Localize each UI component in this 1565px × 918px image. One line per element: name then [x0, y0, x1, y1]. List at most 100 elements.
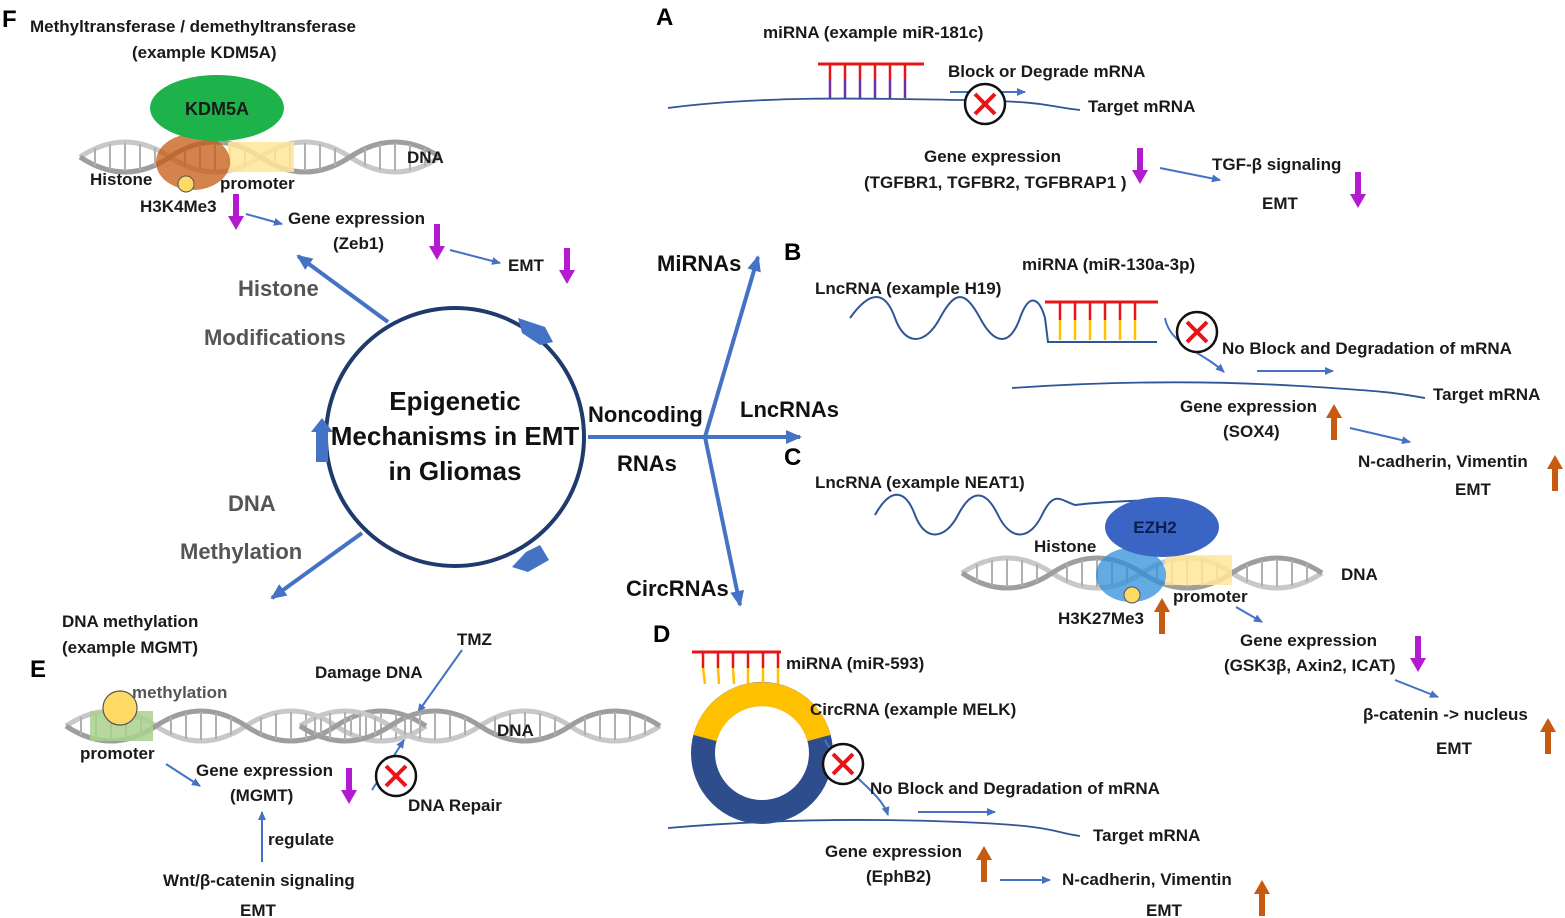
- panel-f-histone-label: Histone: [90, 170, 152, 189]
- panel-e-promoter-label: promoter: [80, 744, 155, 763]
- panel-d-mirna-label: miRNA (miR-593): [786, 654, 924, 673]
- panel-e-wnt: Wnt/β-catenin signaling: [163, 871, 355, 890]
- cycle-arrow-bottom-right: [512, 545, 549, 572]
- panel-d-gene-expression: Gene expression: [825, 842, 962, 861]
- panel-f-arrow-1: [245, 213, 283, 226]
- panel-a-letter: A: [656, 4, 673, 31]
- panel-f-promoter-box: [228, 142, 294, 172]
- mirnas-label: MiRNAs: [657, 251, 741, 276]
- panel-e-title-1: DNA methylation: [62, 612, 198, 631]
- cycle-arrow-top-right: [518, 318, 553, 345]
- center-line-1: Epigenetic: [389, 386, 520, 416]
- panel-f-h3k4me3-dot: [177, 175, 195, 193]
- dna-branch-arrow: [270, 531, 364, 600]
- panel-c-gene-expression: Gene expression: [1240, 631, 1377, 650]
- panel-b-sox4: (SOX4): [1223, 422, 1280, 441]
- noncoding-label: Noncoding: [588, 402, 703, 427]
- panel-c-arrow-2: [1394, 679, 1439, 698]
- panel-d-emt: EMT: [1146, 901, 1183, 918]
- panel-f-down-arrow-1: [228, 194, 244, 230]
- panel-e-letter: E: [30, 656, 46, 683]
- panel-e-gene-expression: Gene expression: [196, 761, 333, 780]
- panel-e-mgmt: (MGMT): [230, 786, 293, 805]
- panel-d-target-mrna-strand: [667, 819, 1081, 837]
- panel-c-histone-label: Histone: [1034, 537, 1096, 556]
- panel-a-block-label: Block or Degrade mRNA: [948, 62, 1145, 81]
- panel-a-emt: EMT: [1262, 194, 1299, 213]
- panel-a-base-pairs: [828, 64, 907, 98]
- panel-a-down-arrow-2: [1350, 172, 1366, 208]
- panel-f-histone: [156, 134, 230, 190]
- panel-a: A miRNA (example miR-181c) Block or Degr…: [656, 4, 1366, 213]
- panel-e-emt: EMT: [240, 901, 277, 918]
- panel-b-target-mrna-strand: [1011, 381, 1426, 399]
- panel-d-ephb2: (EphB2): [866, 867, 931, 886]
- circrnas-label: CircRNAs: [626, 576, 729, 601]
- panel-b-lncrna-label: LncRNA (example H19): [815, 279, 1001, 298]
- panel-a-mirna-label: miRNA (example miR-181c): [763, 23, 983, 42]
- panel-f-gene-expression: Gene expression: [288, 209, 425, 228]
- modifications-label: Modifications: [204, 325, 346, 350]
- panel-f-kdm5a-label: KDM5A: [185, 99, 249, 119]
- panel-b-ncadherin: N-cadherin, Vimentin: [1358, 452, 1528, 471]
- panel-c-lncrna-label: LncRNA (example NEAT1): [815, 473, 1025, 492]
- panel-e-dna-repair: DNA Repair: [408, 796, 502, 815]
- panel-f-arrow-2: [449, 249, 501, 265]
- panel-a-tgfbr-genes: (TGFBR1, TGFBR2, TGFBRAP1 ): [864, 173, 1127, 192]
- lncrnas-label: LncRNAs: [740, 397, 839, 422]
- panel-b-up-arrow-2: [1547, 455, 1563, 491]
- panel-d-up-arrow-2: [1254, 880, 1270, 916]
- circrnas-arrow: [703, 436, 744, 607]
- panel-e-dna-label: DNA: [497, 721, 534, 740]
- dna-branch-label: DNA: [228, 491, 276, 516]
- panel-c-arrow-1: [1235, 606, 1263, 623]
- panel-f-letter: F: [2, 6, 17, 33]
- panel-e-title-2: (example MGMT): [62, 638, 198, 657]
- panel-c-up-arrow-2: [1540, 718, 1556, 754]
- panel-a-cross-icon: [963, 82, 1007, 126]
- panel-e-damage-dna: Damage DNA: [315, 663, 423, 682]
- panel-e-methylation-label: methylation: [132, 683, 227, 702]
- panel-c-ezh2-label: EZH2: [1133, 518, 1176, 537]
- panel-a-down-arrow-1: [1132, 148, 1148, 184]
- panel-f-down-arrow-2: [429, 224, 445, 260]
- panel-d-circrna-label: CircRNA (example MELK): [810, 700, 1016, 719]
- panel-d-target-mrna: Target mRNA: [1093, 826, 1200, 845]
- panel-d-cross-icon: [821, 742, 865, 786]
- histone-label: Histone: [238, 276, 319, 301]
- panel-d-no-block: No Block and Degradation of mRNA: [870, 779, 1160, 798]
- panel-e-down-arrow: [341, 768, 357, 804]
- panel-d-letter: D: [653, 621, 670, 648]
- panel-d-circrna-yellow-arc: [693, 682, 831, 742]
- panel-e-tmz-arrow: [417, 649, 463, 713]
- panel-f-title-1: Methyltransferase / demethyltransferase: [30, 17, 356, 36]
- methylation-branch-label: Methylation: [180, 539, 302, 564]
- cycle-arrow-left: [311, 418, 333, 462]
- panel-c-promoter-box: [1165, 555, 1232, 585]
- panel-e-cross-icon: [374, 754, 418, 798]
- panel-e-regulate: regulate: [268, 830, 334, 849]
- panel-b-mirna-label: miRNA (miR-130a-3p): [1022, 255, 1195, 274]
- panel-c-down-arrow: [1410, 636, 1426, 672]
- center-hub: Epigenetic Mechanisms in EMT in Gliomas …: [180, 251, 839, 607]
- panel-f-emt: EMT: [508, 256, 545, 275]
- panel-c-h3k27me3-dot: [1123, 586, 1141, 604]
- panel-a-gene-expression: Gene expression: [924, 147, 1061, 166]
- panel-b-letter: B: [784, 239, 801, 266]
- panel-b-emt: EMT: [1455, 480, 1492, 499]
- panel-b-up-arrow-1: [1326, 404, 1342, 440]
- panel-b-gene-expression: Gene expression: [1180, 397, 1317, 416]
- panel-f: F Methyltransferase / demethyltransferas…: [2, 6, 575, 284]
- panel-a-target-mrna: Target mRNA: [1088, 97, 1195, 116]
- rnas-label: RNAs: [617, 451, 677, 476]
- panel-f-promoter-label: promoter: [220, 174, 295, 193]
- panel-b-arrow-1: [1349, 427, 1411, 445]
- panel-c-lncrna-wave: [874, 494, 1177, 536]
- panel-a-target-mrna-strand: [667, 97, 1081, 111]
- panel-f-dna-label: DNA: [407, 148, 444, 167]
- panel-c-promoter-label: promoter: [1173, 587, 1248, 606]
- center-line-3: in Gliomas: [389, 456, 522, 486]
- panel-b-base-pairs: [1058, 302, 1137, 340]
- panel-c-dna-label: DNA: [1341, 565, 1378, 584]
